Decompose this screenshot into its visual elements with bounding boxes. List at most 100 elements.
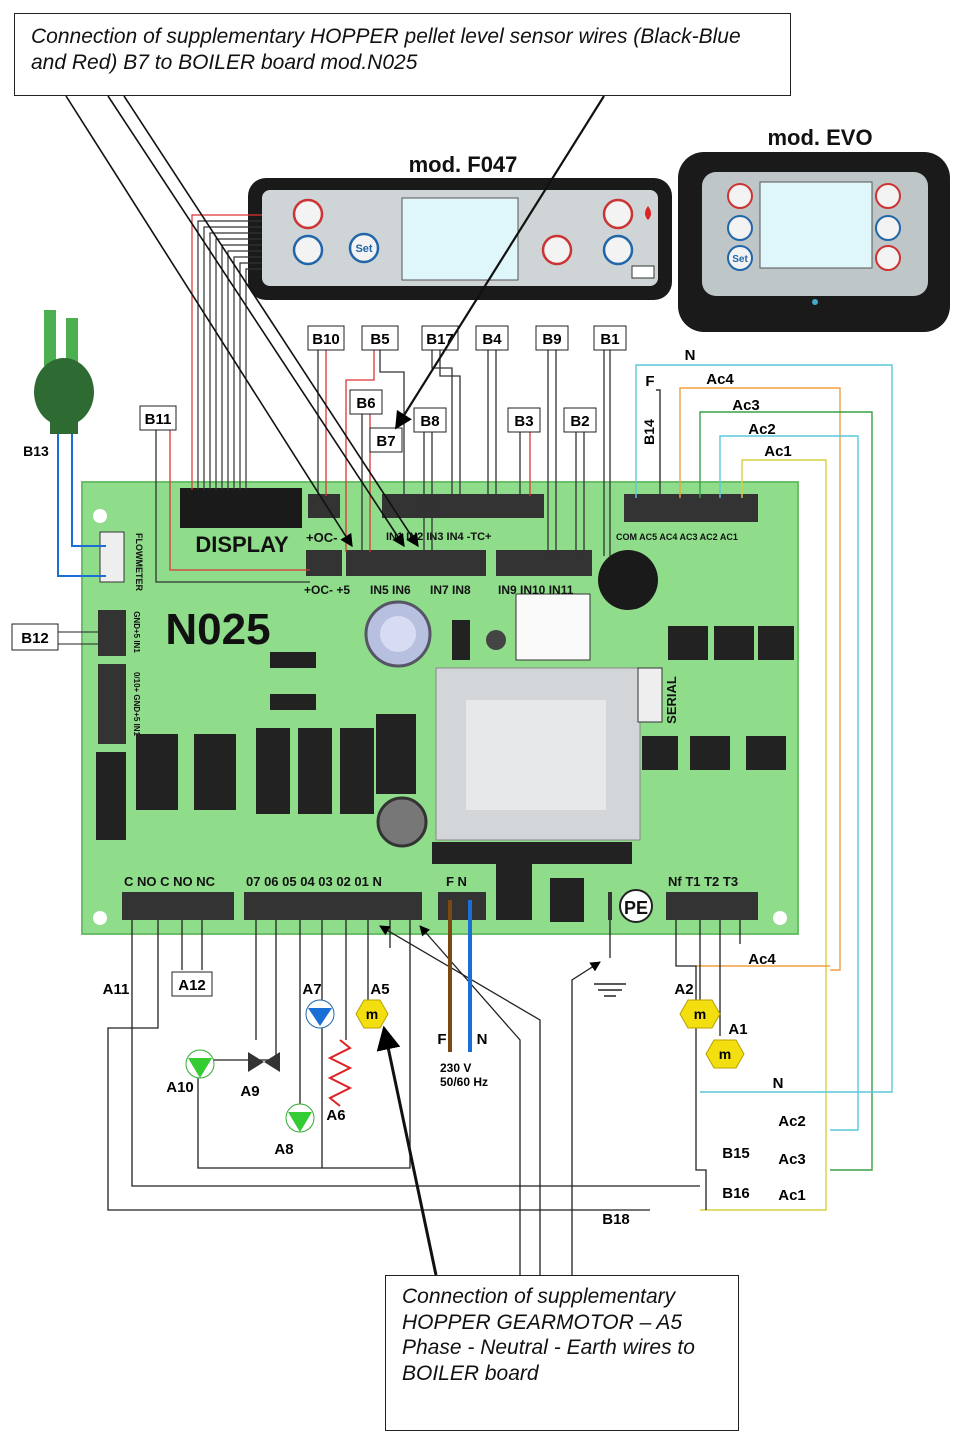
f047-power-button xyxy=(541,234,573,266)
sensor-b1: B1 xyxy=(600,331,619,348)
terminal-oc-bottom xyxy=(306,550,342,576)
evo-up-button xyxy=(727,183,753,209)
terminal-oc-top xyxy=(308,494,340,518)
motor-a2-glyph: m xyxy=(694,1006,706,1022)
bottom-row-label-3: IN7 IN8 xyxy=(430,583,471,597)
resistor-a6-icon xyxy=(327,1039,353,1107)
load-a8: A8 xyxy=(274,1141,293,1158)
left-connector-label-1: GND+5 IN1 xyxy=(132,611,141,653)
load-a11: A11 xyxy=(103,981,130,998)
ac-row-label: COM AC5 AC4 AC3 AC2 AC1 xyxy=(616,532,738,542)
left-connector-1 xyxy=(98,610,126,656)
lower-b15: B15 xyxy=(722,1145,750,1162)
wire-label-ac1: Ac1 xyxy=(764,443,792,460)
evo-set-label: Set xyxy=(732,254,748,265)
pump-a7-icon xyxy=(308,1008,332,1026)
load-a12: A12 xyxy=(178,977,206,994)
display-label: DISPLAY xyxy=(195,532,289,557)
load-a6: A6 xyxy=(326,1107,345,1124)
motor-a1-glyph: m xyxy=(719,1046,731,1062)
wire-label-ac2: Ac2 xyxy=(748,421,776,438)
top-note: Connection of supplementary HOPPER pelle… xyxy=(14,13,791,96)
load-a9: A9 xyxy=(240,1083,259,1100)
evo-power-button xyxy=(875,245,901,271)
sensor-labels: B10 B5 B17 B4 B9 B1 B6 B8 B3 B2 B7 B11 B… xyxy=(11,325,657,651)
board-name: N025 xyxy=(165,605,270,654)
left-connector-label-2: 0/10+ GND+5 IN1 xyxy=(132,672,141,737)
lower-ac2: Ac2 xyxy=(778,1113,806,1130)
f047-up-right-button xyxy=(602,198,634,230)
display-ribbon xyxy=(191,214,262,490)
power-n: N xyxy=(477,1031,488,1048)
top-row-label-2: IN1 IN2 IN3 IN4 -TC+ xyxy=(386,531,491,543)
out-row-label-1: C NO C NO NC xyxy=(124,874,216,889)
earth-icon xyxy=(594,983,626,997)
bottom-row-label-4: IN9 IN10 IN11 xyxy=(498,583,574,597)
sensor-b2: B2 xyxy=(570,413,589,430)
terminal-ac xyxy=(624,494,758,522)
load-a5: A5 xyxy=(370,981,389,998)
lower-b18: B18 xyxy=(602,1211,630,1228)
power-voltage: 230 V xyxy=(440,1061,471,1075)
f047-panel: mod. F047 Set xyxy=(248,152,672,300)
terminal-relay-out xyxy=(122,892,234,920)
temp-row-label: Nf T1 T2 T3 xyxy=(668,874,738,889)
terminal-temp xyxy=(666,892,758,920)
lower-b16: B16 xyxy=(722,1185,750,1202)
sensor-b12: B12 xyxy=(21,630,49,647)
f047-set-label: Set xyxy=(355,243,372,255)
load-a7: A7 xyxy=(302,981,321,998)
motor-a2-icon xyxy=(679,999,721,1029)
sensor-b4: B4 xyxy=(482,331,502,348)
power-row-label: F N xyxy=(446,874,467,889)
display-connector xyxy=(180,488,302,528)
evo-down-right-button xyxy=(875,215,901,241)
flame-icon xyxy=(645,206,651,220)
sensor-b6: B6 xyxy=(356,395,375,412)
sensor-b9: B9 xyxy=(542,331,561,348)
pe-label: PE xyxy=(624,898,648,918)
lower-ac3: Ac3 xyxy=(778,1151,806,1168)
loads: A12 A11 A7 A5 m A10 A9 A6 A8 A2 m A1 m xyxy=(103,971,748,1158)
n025-board: DISPLAY N025 FLOWMETER GND+5 IN1 0/10+ G… xyxy=(81,481,799,935)
ac-wires xyxy=(635,364,893,1211)
bottom-note: Connection of supplementary HOPPER GEARM… xyxy=(385,1275,739,1431)
load-a10: A10 xyxy=(166,1079,194,1096)
f047-down-right-button xyxy=(602,234,634,266)
power-f: F xyxy=(437,1031,446,1048)
lower-wire-labels: Ac4 N Ac2 B15 Ac3 B16 Ac1 B18 xyxy=(602,951,806,1228)
evo-led xyxy=(812,299,818,305)
top-row-label-1: +OC- xyxy=(306,530,337,545)
sensor-b17: B17 xyxy=(426,331,454,348)
out-row-label-2: 07 06 05 04 03 02 01 N xyxy=(246,874,382,889)
sensor-b8: B8 xyxy=(420,413,439,430)
evo-title: mod. EVO xyxy=(767,125,872,150)
pump-a10-icon xyxy=(188,1058,212,1078)
lower-n: N xyxy=(773,1075,784,1092)
sensor-b11: B11 xyxy=(145,411,172,428)
power-labels: F N 230 V 50/60 Hz xyxy=(437,1031,488,1089)
lower-ac4: Ac4 xyxy=(748,951,776,968)
wire-label-ac3: Ac3 xyxy=(732,397,760,414)
sensor-b13: B13 xyxy=(23,443,49,459)
motor-a1-icon xyxy=(705,1039,745,1069)
valve-a9-icon xyxy=(248,1052,280,1072)
bottom-row-label-2: IN5 IN6 xyxy=(370,583,411,597)
evo-up-right-button xyxy=(875,183,901,209)
flowmeter-label: FLOWMETER xyxy=(134,533,144,591)
sensor-b5: B5 xyxy=(370,331,389,348)
f047-down-button xyxy=(292,234,324,266)
b13-flow-sensor xyxy=(34,310,106,577)
motor-a5-glyph: m xyxy=(366,1006,378,1022)
callout-lines xyxy=(65,95,605,1276)
bottom-row-label-1: +OC- +5 xyxy=(304,583,350,597)
evo-set-button xyxy=(727,245,753,271)
f047-title: mod. F047 xyxy=(409,152,518,177)
wire-label-f: F xyxy=(645,373,654,390)
load-a1: A1 xyxy=(728,1021,747,1038)
sensor-b7: B7 xyxy=(376,433,395,450)
terminal-in9-in11 xyxy=(496,550,592,576)
terminal-power xyxy=(438,892,486,920)
sensor-wires xyxy=(155,350,611,583)
